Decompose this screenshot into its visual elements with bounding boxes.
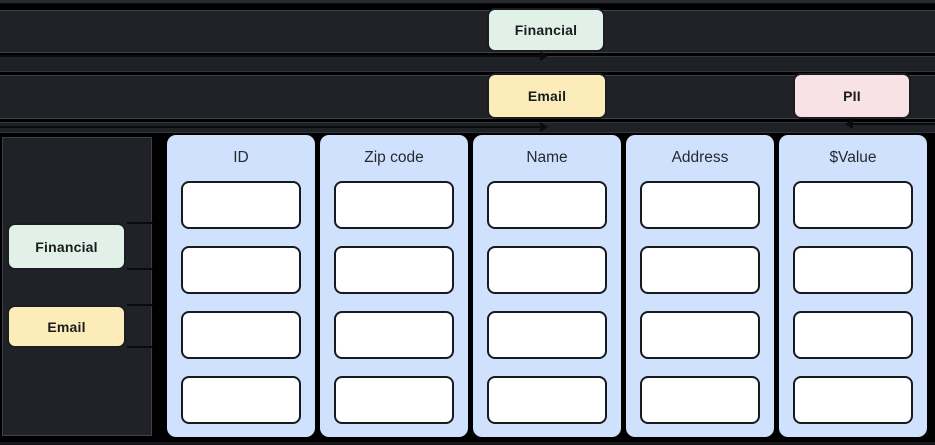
table-column-name: Name — [473, 135, 621, 437]
table-cell — [640, 311, 760, 359]
row-tag-sidebar — [2, 137, 152, 436]
column-header: Address — [671, 148, 729, 166]
tag-chip-pii-top[interactable]: PII — [793, 73, 911, 119]
column-header: $Value — [829, 148, 877, 166]
table-column-address: Address — [626, 135, 774, 437]
connector-line-pii — [853, 123, 935, 125]
top-lane-1 — [0, 10, 935, 53]
bottom-window-edge — [0, 442, 935, 445]
connector-line-financial — [0, 55, 540, 57]
column-header: Name — [526, 148, 568, 166]
table-column-value: $Value — [779, 135, 927, 437]
sidebar-lane-tick — [127, 346, 153, 348]
table-cell — [487, 246, 607, 294]
table-cell — [793, 311, 913, 359]
top-lane-divider-1 — [0, 56, 935, 72]
tag-chip-financial-side[interactable]: Financial — [7, 223, 126, 270]
arrow-left-icon — [845, 119, 853, 129]
column-header: Zip code — [364, 148, 424, 166]
sidebar-lane-tick — [127, 268, 153, 270]
tag-chip-email-top[interactable]: Email — [487, 73, 607, 119]
sidebar-lane-tick — [127, 222, 153, 224]
table-cell — [487, 311, 607, 359]
table-cell — [181, 311, 301, 359]
table-cell — [793, 376, 913, 424]
table-column-zip-code: Zip code — [320, 135, 468, 437]
table-cell — [640, 376, 760, 424]
arrow-right-icon — [540, 122, 548, 132]
table-cell — [181, 246, 301, 294]
table-cell — [487, 376, 607, 424]
table-cell — [334, 246, 454, 294]
tag-chip-financial-top[interactable]: Financial — [487, 8, 605, 52]
top-lane-2 — [0, 75, 935, 119]
arrow-right-icon — [540, 51, 548, 61]
table-cell — [487, 181, 607, 229]
table-cell — [793, 246, 913, 294]
connector-line-email — [0, 126, 540, 128]
table-cell — [334, 376, 454, 424]
sidebar-lane-tick — [127, 304, 153, 306]
table-cell — [334, 181, 454, 229]
table-cell — [334, 311, 454, 359]
table-column-id: ID — [167, 135, 315, 437]
column-header: ID — [233, 148, 249, 166]
table-cell — [181, 376, 301, 424]
table-cell — [793, 181, 913, 229]
table-cell — [640, 246, 760, 294]
tag-chip-email-side[interactable]: Email — [7, 305, 126, 348]
table-cell — [640, 181, 760, 229]
table-cell — [181, 181, 301, 229]
top-cropped-lane — [0, 0, 935, 4]
